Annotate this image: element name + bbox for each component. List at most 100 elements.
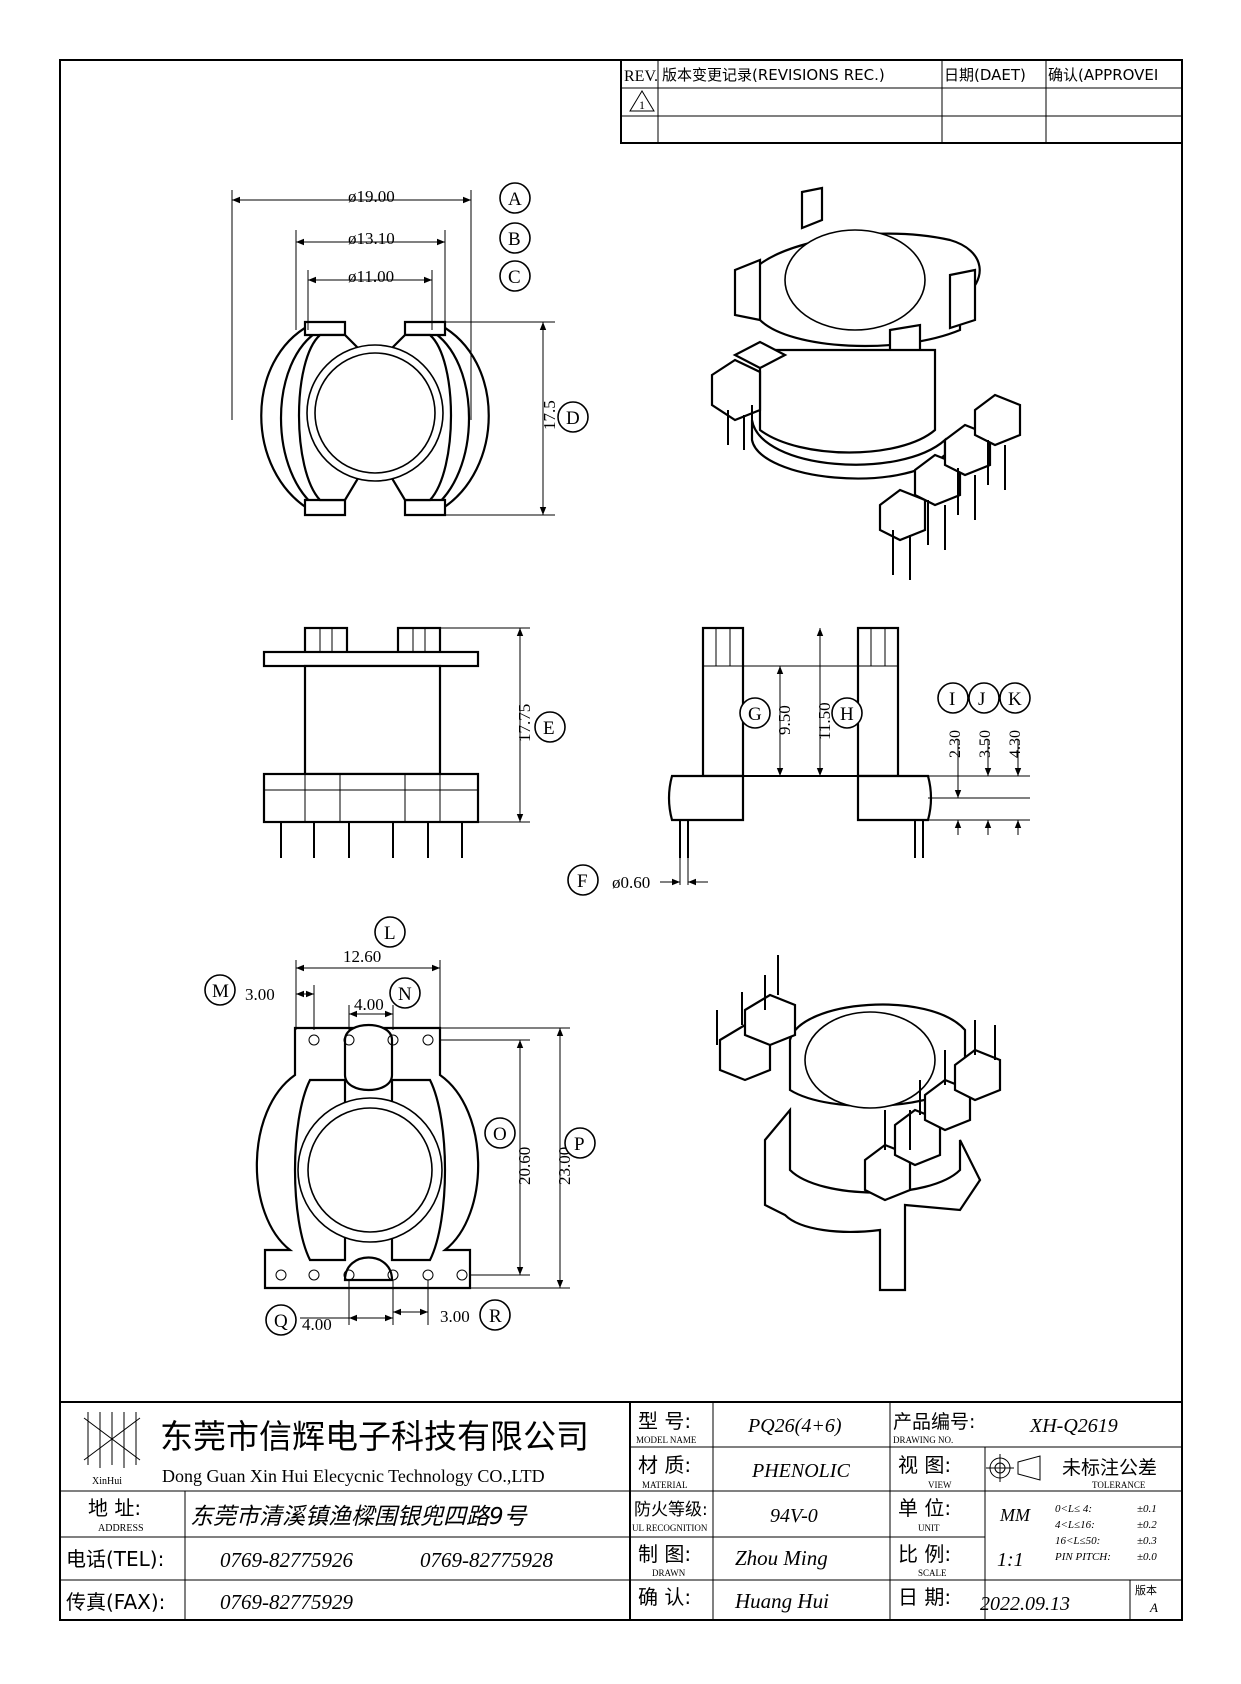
fire-rating-label: 防火等级: — [634, 1500, 708, 1520]
dim-j-value: 3.50 — [977, 730, 994, 758]
balloon-b: B — [499, 222, 531, 254]
dim-k-value: 4.30 — [1007, 730, 1024, 758]
view-label: 视 图: — [898, 1453, 951, 1477]
fax-value: 0769-82775929 — [220, 1590, 353, 1614]
front-view: 17.75 — [262, 626, 534, 858]
fax-label: 传真(FAX): — [66, 1590, 165, 1614]
model-value: PQ26(4+6) — [747, 1415, 842, 1437]
balloon-r: R — [479, 1299, 511, 1331]
unit-label: 单 位: — [898, 1496, 951, 1520]
dim-m-value: 3.00 — [245, 985, 275, 1004]
dim-b-value: ø13.10 — [348, 229, 395, 248]
dim-o-value: 20.60 — [515, 1147, 534, 1185]
svg-text:H: H — [840, 704, 854, 725]
svg-text:1: 1 — [639, 98, 645, 112]
unit-label-en: UNIT — [918, 1523, 940, 1533]
svg-text:R: R — [489, 1306, 502, 1327]
tolerance-range-2: 4<L≤16: — [1055, 1519, 1095, 1531]
tolerance-range-3: 16<L≤50: — [1055, 1535, 1100, 1547]
scale-label: 比 例: — [898, 1542, 951, 1566]
balloon-l: L — [374, 916, 406, 948]
balloon-n: N — [389, 977, 421, 1009]
tolerance-range-1: 0<L≤ 4: — [1055, 1503, 1092, 1515]
top-view: ø19.00 ø13.10 ø11.00 17.5 — [231, 187, 559, 517]
material-label: 材 质: — [638, 1453, 691, 1477]
svg-text:N: N — [398, 984, 412, 1005]
side-view: 9.50 11.50 2.30 3.50 4.30 ø0.60 — [612, 626, 1030, 892]
dim-n-value: 4.00 — [354, 995, 384, 1014]
date-header: 日期(DAET) — [944, 66, 1026, 84]
svg-text:I: I — [949, 689, 955, 710]
svg-text:Q: Q — [274, 1311, 288, 1332]
confirm-value: Huang Hui — [734, 1589, 829, 1613]
balloon-g: G — [739, 697, 771, 729]
dim-i-value: 2.30 — [947, 730, 964, 758]
balloon-o: O — [484, 1117, 516, 1149]
dim-r-value: 3.00 — [440, 1307, 470, 1326]
dim-l-value: 12.60 — [343, 947, 381, 966]
tel-value-1: 0769-82775926 — [220, 1548, 353, 1572]
svg-text:F: F — [577, 871, 588, 892]
dim-c-value: ø11.00 — [348, 267, 394, 286]
svg-text:E: E — [543, 718, 555, 739]
dim-d-value: 17.5 — [540, 400, 559, 430]
drawing-no-label: 产品编号: — [893, 1411, 975, 1433]
scale-value: 1:1 — [997, 1549, 1024, 1571]
approve-header: 确认(APPROVEI — [1048, 66, 1158, 84]
balloon-h: H — [831, 697, 863, 729]
record-header: 版本变更记录(REVISIONS REC.) — [662, 66, 885, 84]
dim-e-value: 17.75 — [515, 704, 534, 742]
balloon-j: J — [968, 682, 1000, 714]
dim-p-value: 23.00 — [555, 1147, 574, 1185]
title-block: XinHui 东莞市信辉电子科技有限公司 Dong Guan Xin Hui E… — [59, 1401, 1183, 1621]
fire-rating-label-en: UL RECOGNITION — [632, 1523, 708, 1533]
balloon-d: D — [557, 401, 589, 433]
dim-q-value: 4.00 — [302, 1315, 332, 1334]
tolerance-value-3: ±0.3 — [1137, 1535, 1157, 1547]
dim-f-value: ø0.60 — [612, 873, 650, 892]
model-label: 型 号: — [638, 1409, 691, 1433]
address-label: 地 址: — [88, 1496, 141, 1520]
balloon-k: K — [999, 682, 1031, 714]
svg-text:K: K — [1008, 689, 1022, 710]
balloon-e: E — [534, 711, 566, 743]
revision-table: REV. 版本变更记录(REVISIONS REC.) 日期(DAET) 确认(… — [620, 59, 1183, 144]
balloon-p: P — [564, 1127, 596, 1159]
balloon-a: A — [499, 182, 531, 214]
svg-text:G: G — [748, 704, 762, 725]
balloon-f: F — [567, 864, 599, 896]
revision-triangle-icon: 1 — [629, 90, 655, 112]
tolerance-value-2: ±0.2 — [1137, 1519, 1157, 1531]
address-label-en: ADDRESS — [98, 1523, 144, 1534]
projection-symbol-icon — [986, 1454, 1041, 1482]
confirm-label: 确 认: — [638, 1585, 691, 1609]
fire-rating-value: 94V-0 — [770, 1505, 818, 1527]
material-label-en: MATERIAL — [642, 1480, 688, 1490]
tolerance-value-1: ±0.1 — [1137, 1503, 1157, 1515]
svg-text:A: A — [508, 189, 522, 210]
date-value: 2022.09.13 — [980, 1593, 1070, 1615]
tolerance-value-4: ±0.0 — [1137, 1551, 1157, 1563]
dim-h-value: 11.50 — [815, 702, 834, 740]
rev-header: REV. — [624, 68, 658, 85]
company-name-en: Dong Guan Xin Hui Elecycnic Technology C… — [162, 1466, 545, 1486]
company-logo-icon: XinHui — [83, 1412, 141, 1487]
svg-text:L: L — [384, 923, 396, 944]
svg-text:P: P — [574, 1134, 585, 1155]
version-value: A — [1149, 1600, 1158, 1615]
tel-value-2: 0769-82775928 — [420, 1548, 553, 1572]
tolerance-title: 未标注公差 — [1062, 1457, 1157, 1479]
svg-text:J: J — [978, 689, 985, 710]
drawing-no-label-en: DRAWING NO. — [893, 1435, 953, 1445]
version-label: 版本 — [1135, 1583, 1157, 1597]
sheet-border — [59, 59, 1183, 1621]
date-label: 日 期: — [898, 1585, 951, 1609]
tolerance-range-4: PIN PITCH: — [1054, 1551, 1111, 1563]
material-value: PHENOLIC — [751, 1460, 850, 1482]
balloon-q: Q — [265, 1304, 297, 1336]
view-label-en: VIEW — [928, 1480, 952, 1490]
balloon-i: I — [937, 682, 969, 714]
drawn-value: Zhou Ming — [735, 1546, 828, 1570]
svg-text:C: C — [508, 267, 521, 288]
